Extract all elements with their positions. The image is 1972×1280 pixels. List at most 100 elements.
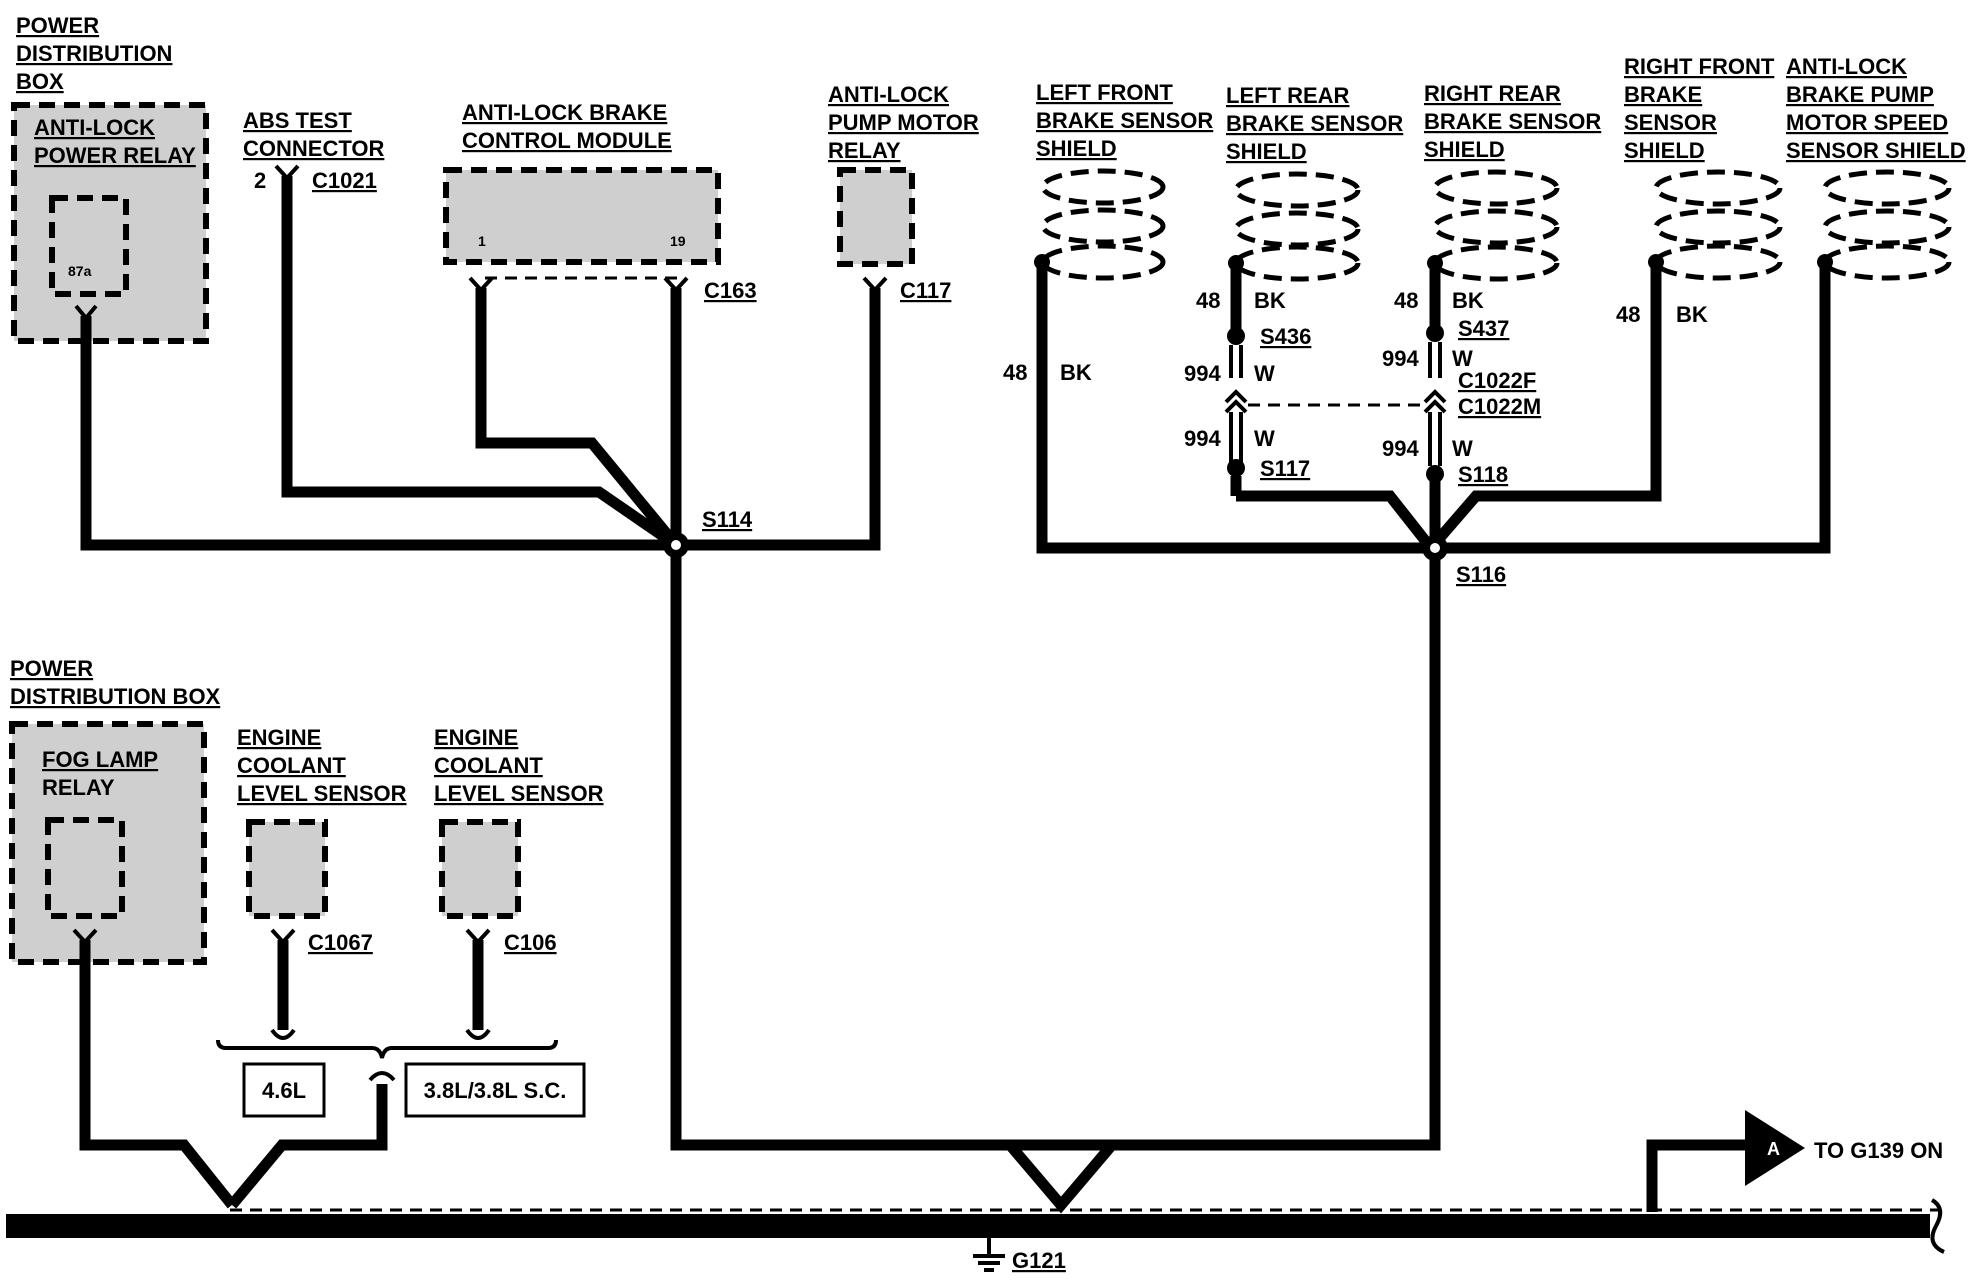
coolant-a-connector-id: C1067 (308, 930, 373, 955)
s116-splice: S116 (1422, 535, 1506, 587)
speed-shield-label-1: ANTI-LOCK (1786, 54, 1907, 79)
wire-module-pin1-to-s114 (475, 288, 681, 549)
right-front-brake-sensor-shield: RIGHT FRONT BRAKE SENSOR SHIELD (1624, 54, 1783, 281)
s437-splice (1426, 324, 1444, 342)
ground-label: G121 (1012, 1248, 1066, 1273)
power-relay-label-2: POWER RELAY (34, 143, 196, 168)
pump-motor-speed-sensor-shield: ANTI-LOCK BRAKE PUMP MOTOR SPEED SENSOR … (1786, 54, 1966, 281)
ground-bus: G121 (6, 1198, 1945, 1273)
offpage-marker: A (1767, 1139, 1780, 1159)
anti-lock-brake-control-module: ANTI-LOCK BRAKE CONTROL MODULE 1 19 C163 (443, 100, 757, 303)
rr-shield-label-1: RIGHT REAR (1424, 81, 1561, 106)
lf-shield-label-1: LEFT FRONT (1036, 80, 1173, 105)
lf-shield-label-2: BRAKE SENSOR (1036, 108, 1213, 133)
pdb-bottom-label-2: DISTRIBUTION BOX (10, 684, 221, 709)
power-relay-label-1: ANTI-LOCK (34, 115, 155, 140)
s436-splice (1227, 327, 1245, 345)
lf-shield-label-3: SHIELD (1036, 136, 1117, 161)
wire-center-to-ground (676, 1139, 1435, 1214)
abs-test-connector-id: C1021 (312, 168, 377, 193)
fog-relay-label-1: FOG LAMP (42, 747, 158, 772)
pdb-top-label-2: DISTRIBUTION (16, 41, 172, 66)
wire-s114-to-ground (670, 545, 1061, 1151)
anti-lock-power-relay: ANTI-LOCK POWER RELAY 87a (34, 115, 196, 322)
option-38l-label: 3.8L/3.8L S.C. (424, 1078, 567, 1103)
power-distribution-box-top: POWER DISTRIBUTION BOX (11, 13, 209, 344)
rf-shield-label-1: RIGHT FRONT (1624, 54, 1775, 79)
rf-color: BK (1676, 302, 1708, 327)
coolant-b-label-1: ENGINE (434, 725, 518, 750)
s437-label: S437 (1458, 316, 1509, 341)
s118-label: S118 (1458, 462, 1508, 487)
power-relay-outline (49, 195, 129, 297)
abs-module-pin-19: 19 (670, 233, 686, 249)
coolant-b-connector-id: C106 (504, 930, 557, 955)
left-front-brake-sensor-shield: LEFT FRONT BRAKE SENSOR SHIELD (1034, 80, 1213, 281)
s118-splice (1426, 465, 1444, 483)
abs-module-outline (443, 167, 721, 265)
offpage-text: TO G139 ON (1814, 1138, 1943, 1163)
pdb-top-label-1: POWER (16, 13, 99, 38)
coolant-a-outline (246, 819, 328, 919)
pump-relay-label-3: RELAY (828, 138, 901, 163)
offpage-arrow-icon (1745, 1110, 1805, 1186)
wire-pump-relay-to-s114 (676, 288, 881, 551)
rr-mid-circuit: 994 (1382, 346, 1419, 371)
upper-left-wires (80, 176, 1061, 1151)
s116-label: S116 (1456, 562, 1506, 587)
pdb-bottom-outline (9, 721, 207, 965)
rr-shield-label-3: SHIELD (1424, 137, 1505, 162)
rr-low-circuit: 994 (1382, 436, 1419, 461)
option-46l-label: 4.6L (262, 1078, 306, 1103)
pump-relay-outline (837, 167, 915, 267)
pdb-top-outline (11, 102, 209, 344)
speed-shield-label-3: MOTOR SPEED (1786, 110, 1948, 135)
coolant-a-label-1: ENGINE (237, 725, 321, 750)
engine-coolant-level-sensor-b: ENGINE COOLANT LEVEL SENSOR C106 (434, 725, 604, 1040)
wire-abs-test-to-s114 (281, 176, 680, 550)
s114-label: S114 (702, 507, 753, 532)
lf-color: BK (1060, 360, 1092, 385)
wire-speed-shield (1431, 262, 1831, 554)
coolant-b-label-3: LEVEL SENSOR (434, 781, 604, 806)
lr-shield-label-1: LEFT REAR (1226, 83, 1350, 108)
coolant-b-outline (439, 819, 521, 919)
pump-relay-label-1: ANTI-LOCK (828, 82, 949, 107)
pdb-top-label-3: BOX (16, 69, 64, 94)
rr-upper-circuit: 48 (1394, 288, 1418, 313)
lr-upper-color: BK (1254, 288, 1286, 313)
pump-relay-connector-id: C117 (900, 278, 951, 303)
right-rear-brake-sensor-shield: RIGHT REAR BRAKE SENSOR SHIELD (1424, 81, 1601, 282)
s436-label: S436 (1260, 324, 1311, 349)
coolant-a-label-2: COOLANT (237, 753, 346, 778)
ground-bar (6, 1214, 1930, 1238)
wire-rf-shield (1426, 262, 1662, 552)
offpage-reference: A TO G139 ON (1745, 1110, 1943, 1186)
lr-mid-color: W (1254, 361, 1275, 386)
rf-shield-label-2: BRAKE (1624, 82, 1702, 107)
wire-coolant-to-ground (227, 1084, 388, 1209)
engine-coolant-level-sensor-a: ENGINE COOLANT LEVEL SENSOR C1067 (237, 725, 407, 1040)
rr-mid-color: W (1452, 346, 1473, 371)
lr-shield-label-2: BRAKE SENSOR (1226, 111, 1403, 136)
coolant-a-label-3: LEVEL SENSOR (237, 781, 407, 806)
lower-wires (79, 940, 1745, 1214)
wire-lf-shield (1036, 262, 1431, 554)
left-rear-brake-sensor-shield: LEFT REAR BRAKE SENSOR SHIELD (1226, 83, 1403, 282)
fog-relay-label-2: RELAY (42, 775, 115, 800)
rf-shield-label-4: SHIELD (1624, 138, 1705, 163)
rr-white-wire-section (1423, 324, 1447, 483)
rr-shield-label-2: BRAKE SENSOR (1424, 109, 1601, 134)
engine-option-brace: 4.6L 3.8L/3.8L S.C. (216, 1039, 586, 1118)
power-distribution-box-bottom: POWER DISTRIBUTION BOX (9, 656, 221, 965)
pump-relay-label-2: PUMP MOTOR (828, 110, 979, 135)
wire-power-relay-to-s114 (80, 316, 676, 551)
fog-relay-outline (45, 817, 125, 919)
option-box-46l (242, 1062, 326, 1118)
abs-module-label-1: ANTI-LOCK BRAKE (462, 100, 667, 125)
rr-upper-color: BK (1452, 288, 1484, 313)
anti-lock-pump-motor-relay: ANTI-LOCK PUMP MOTOR RELAY C117 (828, 82, 979, 303)
abs-module-connector-id: C163 (704, 278, 757, 303)
pdb-bottom-label-1: POWER (10, 656, 93, 681)
abs-module-label-2: CONTROL MODULE (462, 128, 672, 153)
